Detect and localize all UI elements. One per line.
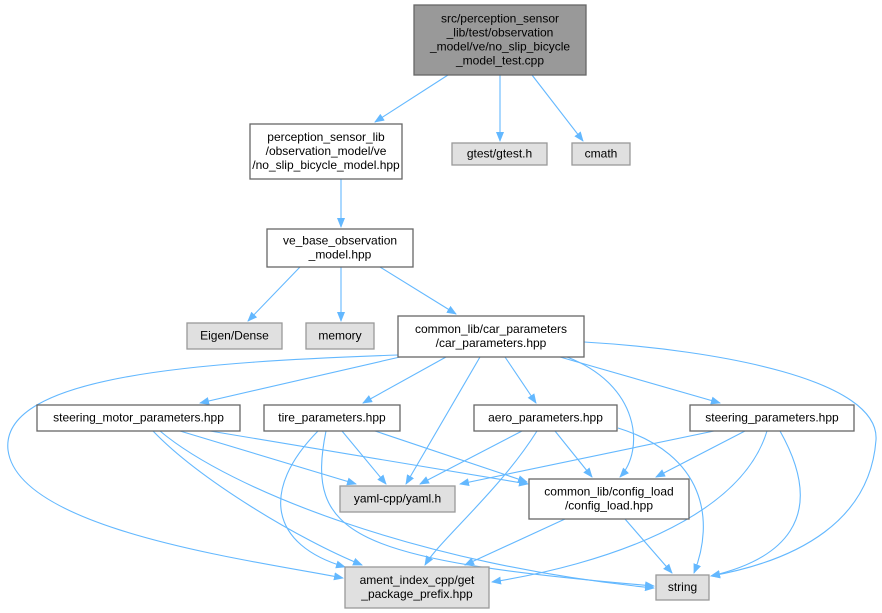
edge-car-to-tire (362, 356, 447, 404)
edge-car-to-ament (7, 354, 399, 581)
node-ament-index-cpp: ament_index_cpp/get_package_prefix.hpp (344, 566, 490, 609)
node-aero-parameters[interactable]: aero_parameters.hpp (473, 404, 618, 432)
edge-steering-to-yaml (459, 430, 715, 487)
edge-aero-to-config (554, 430, 593, 478)
node-label: Eigen/Dense (200, 329, 269, 343)
edge-aero-to-yaml (419, 430, 523, 485)
edge-steering_motor-to-yaml (179, 430, 357, 486)
node-label: string (668, 580, 697, 594)
node-ve-base-observation-model[interactable]: ve_base_observation_model.hpp (266, 228, 414, 268)
edge-tire-to-config (374, 430, 528, 483)
node-label: /no_slip_bicycle_model.hpp (252, 158, 400, 172)
edge-car-to-yaml (405, 356, 481, 485)
node-label: steering_parameters.hpp (705, 411, 839, 425)
node-string: string (655, 574, 710, 601)
node-yaml-cpp: yaml-cpp/yaml.h (339, 485, 456, 513)
node-car-parameters[interactable]: common_lib/car_parameters/car_parameters… (397, 315, 585, 358)
edge-root-to-cmath (531, 74, 584, 142)
node-label: _model/ve/no_slip_bicycle (429, 40, 570, 54)
edge-config-to-string (624, 518, 673, 574)
node-label: /observation_model/ve (266, 144, 387, 158)
edge-steering-to-ament (491, 430, 768, 585)
edge-car-to-steering_motor (199, 356, 401, 405)
node-label: ament_index_cpp/get (360, 573, 475, 587)
node-label: common_lib/config_load (544, 485, 673, 499)
node-gtest: gtest/gtest.h (451, 142, 548, 166)
edge-aero-to-ament (424, 430, 538, 566)
node-cmath: cmath (571, 142, 631, 166)
edge-car-to-config (566, 356, 635, 478)
node-label: _package_prefix.hpp (360, 587, 473, 601)
node-label: memory (318, 329, 361, 343)
edge-ve_base-to-car (379, 266, 457, 315)
edge-car-to-steering (559, 356, 721, 405)
node-label: common_lib/car_parameters (415, 322, 567, 336)
node-label: _model.hpp (308, 248, 372, 262)
node-label: yaml-cpp/yaml.h (354, 492, 441, 506)
node-root[interactable]: src/perception_sensor_lib/test/observati… (413, 4, 587, 76)
edge-tire-to-ament (280, 430, 346, 569)
edge-steering-to-config (655, 430, 746, 478)
node-label: /config_load.hpp (565, 499, 653, 513)
node-label: _model_test.cpp (455, 54, 544, 68)
edge-aero-to-string (617, 427, 704, 574)
node-label: aero_parameters.hpp (488, 411, 603, 425)
edge-steering_motor-to-config (209, 430, 529, 487)
node-label: perception_sensor_lib (267, 130, 385, 144)
node-config-load[interactable]: common_lib/config_load/config_load.hpp (528, 478, 690, 520)
node-label: src/perception_sensor (441, 12, 559, 26)
node-label: cmath (585, 147, 618, 161)
node-label: ve_base_observation (283, 234, 397, 248)
node-steering-parameters[interactable]: steering_parameters.hpp (689, 404, 855, 432)
node-label: /car_parameters.hpp (436, 336, 547, 350)
node-steering-motor-parameters[interactable]: steering_motor_parameters.hpp (36, 404, 241, 432)
node-eigen-dense: Eigen/Dense (186, 322, 283, 350)
node-label: gtest/gtest.h (467, 147, 532, 161)
edge-car-to-aero (504, 356, 537, 404)
edge-steering-to-string (710, 430, 801, 578)
edge-tire-to-string (321, 430, 655, 590)
node-no-slip-bicycle-model[interactable]: perception_sensor_lib/observation_model/… (249, 123, 403, 180)
edges (7, 74, 877, 592)
edge-car-to-string (583, 341, 877, 579)
edge-tire-to-yaml (341, 430, 387, 485)
node-label: _lib/test/observation (446, 26, 554, 40)
edge-ve_base-to-eigen (247, 266, 301, 322)
node-memory: memory (305, 322, 375, 350)
edge-steering_motor-to-ament (152, 430, 363, 566)
node-label: tire_parameters.hpp (278, 411, 386, 425)
node-tire-parameters[interactable]: tire_parameters.hpp (263, 404, 401, 432)
edge-config-to-ament (464, 518, 566, 566)
node-label: steering_motor_parameters.hpp (53, 411, 224, 425)
edge-root-to-nsbm (374, 74, 449, 123)
